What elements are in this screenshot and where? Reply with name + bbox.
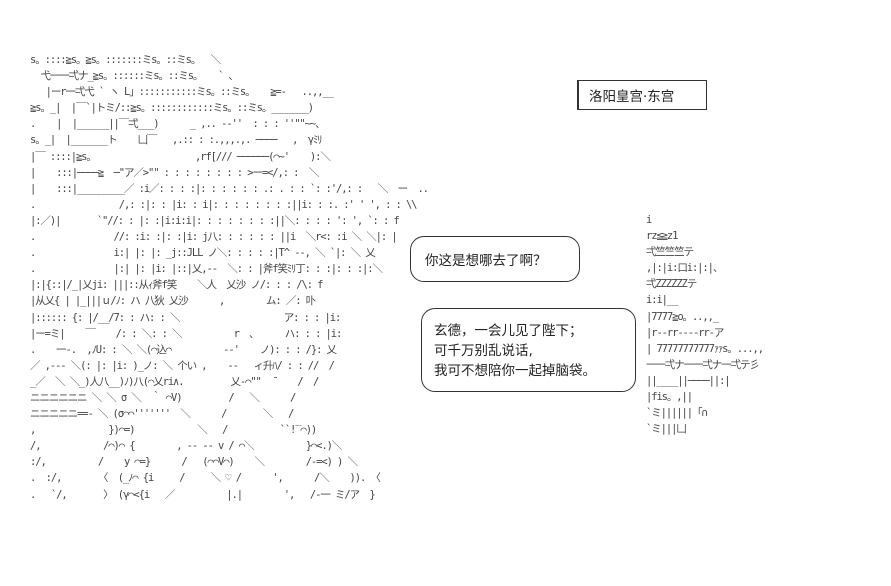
art-line: | :::|────≧ ─"ア／>"" : : : : : : : : >ー=<… — [30, 166, 319, 179]
art-line: i:i|__ — [646, 294, 678, 307]
dialogue-line: 我可不想陪你一起掉脑袋。 — [434, 363, 596, 379]
art-line: 弌ZZZZZZテ — [646, 278, 697, 291]
art-line: ,|:|i:口i:|:|、 — [646, 262, 723, 275]
art-line: | :::|_________／ :i／: : : :|: : : : : : … — [30, 182, 429, 195]
ascii-art-scene: s。::::≧s。≧s。:::::::ミs。::ミs。 ＼ 弋一一弌ナ_≧s。:… — [30, 52, 429, 503]
art-line: ニニニニニニ ＼ ＼ σ ＼ ｀ ⌒V) / ＼ / — [30, 391, 296, 404]
art-line: ||____||────||:| — [646, 374, 731, 387]
art-line: . :/, 〈 (_ﾉ⌒ {i / ＼ ♡ / ', /＼ )). 〈 — [30, 472, 381, 485]
dialogue-line: 可千万别乱说话, — [434, 343, 533, 359]
art-line: , })⌒=) ＼ / ``!‾⌒)) — [30, 424, 317, 437]
scene-title-box: 洛阳皇宫·东宫 — [577, 80, 707, 110]
art-line: |:|{::|/_|乂ji: |||::从ｨ斧f笑 ＼人 乂沙 ノ/: : : … — [30, 279, 323, 292]
speech-bubble-question: 你这是想哪去了啊？ — [410, 236, 580, 282]
dialogue-line: 你这是想哪去了啊？ — [425, 253, 547, 269]
art-line: i — [646, 214, 652, 226]
art-line: `ミ|||凵 — [646, 423, 687, 436]
art-line: . i:| |: |: _j::JLL ノ＼: : : : :|T^ ‐-, ＼… — [30, 247, 376, 260]
art-line: s。::::≧s。≧s。:::::::ミs。::ミs。 ＼ — [30, 54, 221, 66]
art-line: |:::::: {: |/__/7: : ハ: : ＼ ア: : : |i: — [30, 311, 341, 324]
art-line: | 77777777777ｧｧs。...,, — [646, 342, 764, 355]
dialogue-line: 玄德，一会儿见了陛下； — [434, 323, 583, 339]
art-line: |ー=ミ| ￣ /: : ＼: : ＼ r ､ ハ: : : |i: — [30, 327, 342, 340]
art-line: 一一弌ナ一一弌ナ一弌テ彡 — [646, 358, 760, 371]
art-line: . `/, 〉 (γ⌒<{i ／ |.| ', /‐一 ミ/ア } — [30, 488, 376, 501]
art-line: . | |______||￣弌___) _ ,.. -‐'' : : : ''"… — [30, 118, 326, 131]
scene-title: 洛阳皇宫·东宫 — [589, 89, 675, 105]
art-line: ／ ,‐-‐ ＼(: |: |i: )_ノ: ＼ 个い , ‐‐ ィ升ﾊ/ : … — [30, 359, 335, 372]
art-line: rz≦≧z1 — [646, 230, 678, 243]
art-line: 弋一一弌ナ_≧s。::::::ミs。::ミs。 ` 、 — [30, 70, 239, 83]
speech-bubble-warning: 玄德，一会儿见了陛下； 可千万别乱说话, 我可不想陪你一起掉脑袋。 — [421, 308, 636, 392]
art-line: |ーr一弌弋 ` ヽ L」:::::::::::ミs。::ミs。 ≧=- ..,… — [30, 86, 334, 99]
art-line: :/, / y ⌒=} / (⌒⌒V⌒) ＼ /‐=<) ) ＼ — [30, 456, 358, 469]
art-line: . //: :i: :|: :|i: j八: : : : : : ||i ＼r<… — [30, 231, 398, 244]
art-line: ≧s。_| |￣`|トミ/::≧s。::::::::::::ミs。::ミs。__… — [30, 102, 314, 115]
art-line: |fis。,|| — [646, 391, 693, 404]
art-line: . |:| |: |i: |::|乂,‐‐ ＼: : |斧f笑ﾐﾘ丁: : :|… — [30, 263, 383, 276]
ascii-art-palace: i rz≦≧z1 弌竺竺竺テ ,|:|i:口i:|:|、弌ZZZZZZテ i:i|__ |… — [646, 212, 764, 437]
art-line: |从乂{ | |_|||ｕ/ﾉ: ハ 八狄 乂沙 , ム: ／: 卟 — [30, 295, 316, 308]
art-line: |￣ ::::|≧s。 ,rf[/// ──────(⌒~' ):＼ — [30, 150, 331, 163]
art-line: 弌竺竺竺テ — [646, 246, 694, 259]
art-line: |7777≧o。..,,_ — [646, 310, 719, 323]
art-line: |r‐‐rr‐‐‐‐rr‐ア — [646, 326, 724, 339]
art-line: . 一‐. ,ﾉU: : ＼ ＼(⌒込⌒ -‐' ノ): : : /}: 乂 — [30, 343, 337, 356]
art-line: |:／)| `"//: : |: :|i:i:i|: : : : : : : :… — [30, 214, 400, 227]
art-line: s。_| |_______ト 凵￣ ,.:: : :.,,,.,. ──── ,… — [30, 134, 322, 147]
art-line: ニニニニニ==- ＼ (σ⌒⌒''''''' ＼ / ＼ / — [30, 408, 294, 421]
art-line: /, /⌒)⌒ { , ‐‐ ‐‐ v / ⌒＼ }⌒<.)＼ — [30, 440, 342, 453]
art-line: `ミ||||||「∩ — [646, 407, 708, 420]
art-line: . /,: :|: : |i: : i|: : : : : : : :||i: … — [30, 198, 418, 211]
art-line: _／ ＼ ＼_)人八__)ﾉ)八(⌒乂ri∧. 乂‐⌒"" ̄ / / — [30, 375, 319, 388]
